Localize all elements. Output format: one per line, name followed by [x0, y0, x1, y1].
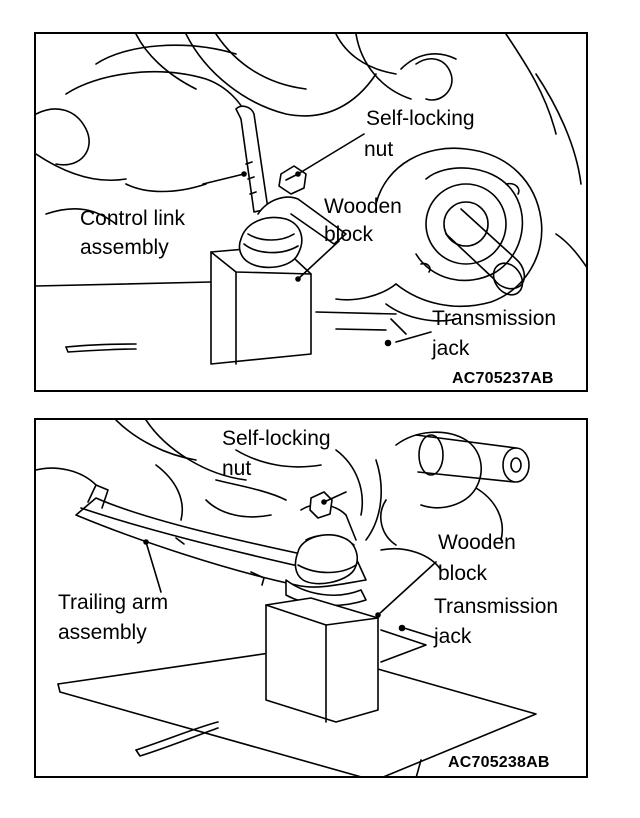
label-transmission-jack-line1: Transmission: [434, 595, 559, 618]
label-transmission-jack-line1: Transmission: [432, 307, 557, 330]
label-self-locking-nut-line2: nut: [222, 457, 252, 480]
label-wooden-block-line1: Wooden: [438, 531, 516, 554]
figure-trailing-arm-drawing: [36, 420, 537, 776]
label-transmission-jack-line2: jack: [434, 625, 472, 648]
label-trailing-arm-line2: assembly: [58, 621, 147, 644]
label-self-locking-nut-line1: Self-locking: [222, 427, 331, 450]
figure-control-link-drawing: [36, 34, 586, 365]
figure-trailing-arm-panel: Self-locking nut Trailing arm assembly W…: [34, 418, 588, 778]
label-trailing-arm-line1: Trailing arm: [58, 591, 169, 614]
figure-control-link-panel: Self-locking nut Control link assembly W…: [34, 32, 588, 392]
label-wooden-block-line2: block: [324, 223, 374, 246]
label-self-locking-nut-line1: Self-locking: [366, 107, 475, 130]
label-wooden-block-line2: block: [438, 562, 488, 585]
label-wooden-block-line1: Wooden: [324, 195, 402, 218]
label-self-locking-nut-line2: nut: [364, 138, 394, 161]
figure-code: AC705237AB: [452, 370, 554, 387]
label-transmission-jack-line2: jack: [432, 337, 470, 360]
label-control-link-line1: Control link: [80, 207, 186, 230]
figure-code: AC705238AB: [448, 754, 550, 771]
label-control-link-line2: assembly: [80, 236, 169, 259]
